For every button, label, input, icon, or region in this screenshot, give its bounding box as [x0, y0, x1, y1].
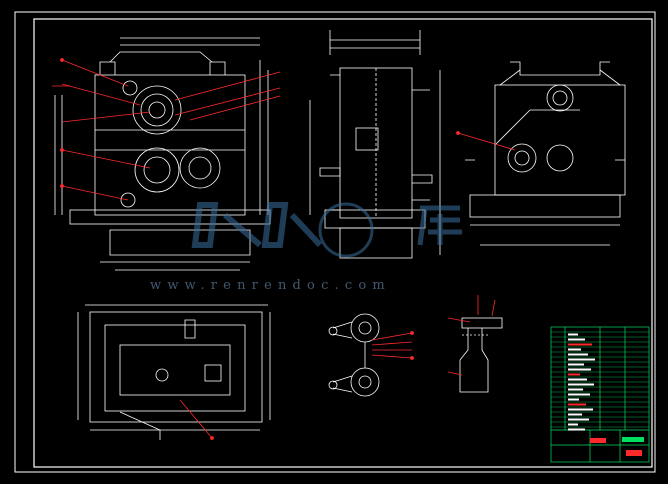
parts-list-cell-mark	[568, 383, 594, 386]
right-view-leaders	[456, 131, 516, 151]
parts-list-cell-mark	[568, 343, 592, 346]
parts-list-cell-mark	[568, 393, 590, 396]
crank-detail	[328, 313, 380, 397]
parts-list-cell-mark	[568, 363, 584, 366]
plan-view	[77, 304, 271, 440]
parts-list-cell-mark	[568, 418, 589, 421]
parts-list-cell-mark	[568, 338, 585, 341]
parts-list-cell-mark	[568, 378, 587, 381]
parts-list-cell-mark	[568, 353, 588, 356]
parts-list-cell-mark	[568, 403, 586, 406]
drawing-number-box	[626, 450, 642, 456]
inner-frame	[33, 18, 653, 468]
parts-list-cell-mark	[568, 333, 578, 336]
parts-list-cell-mark	[568, 358, 595, 361]
parts-list-cell-mark	[568, 398, 579, 401]
parts-list-cell-mark	[568, 373, 580, 376]
title-block	[550, 326, 650, 463]
parts-list-cell-mark	[568, 408, 593, 411]
parts-list-cell-mark	[568, 388, 583, 391]
title-stamp-red	[590, 438, 606, 443]
plan-view-leaders	[179, 399, 214, 440]
front-view	[54, 37, 271, 271]
parts-list-cell-mark	[568, 368, 591, 371]
watermark-url: www.renrendoc.com	[150, 278, 391, 293]
parts-list-cell-mark	[568, 428, 585, 431]
section-detail-leaders	[447, 295, 496, 376]
outer-border	[14, 11, 656, 473]
front-view-leaders	[52, 58, 281, 201]
crank-detail-leaders	[371, 331, 414, 360]
parts-list-cell-mark	[568, 423, 578, 426]
parts-list-cell-mark	[568, 413, 582, 416]
section-detail	[459, 317, 503, 393]
watermark-logo	[191, 202, 462, 258]
right-view	[465, 61, 626, 246]
parts-list-rows	[551, 331, 649, 431]
parts-list-cell-mark	[568, 348, 581, 351]
title-stamp-green	[622, 437, 644, 442]
